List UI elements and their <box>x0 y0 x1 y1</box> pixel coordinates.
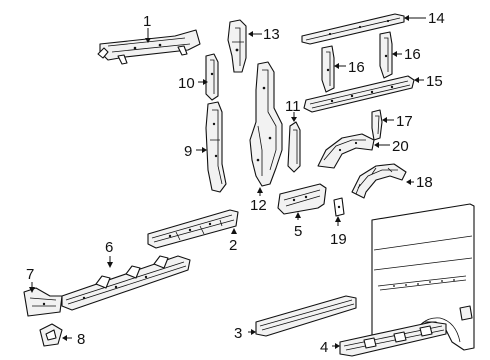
leader-arrow-13 <box>248 31 253 37</box>
callout-5: 5 <box>294 223 302 240</box>
part-8-mount-plate[interactable] <box>39 323 63 347</box>
callout-13: 13 <box>263 26 280 43</box>
part-19-plate[interactable] <box>333 197 345 217</box>
leader-arrow-11 <box>291 117 297 122</box>
leader-arrow-1 <box>145 38 151 43</box>
callout-8: 8 <box>77 331 85 348</box>
leader-arrow-4 <box>335 343 340 349</box>
leader-arrow-2 <box>231 228 237 234</box>
part-4-rear-rocker[interactable] <box>339 321 447 357</box>
callout-10: 10 <box>178 75 195 92</box>
callout-3: 3 <box>234 325 242 342</box>
part-1-roof-header[interactable] <box>97 29 201 65</box>
leader-arrow-18 <box>406 179 411 185</box>
part-10-a-pillar-upper[interactable] <box>205 53 219 101</box>
part-2-rocker-reinforcement[interactable] <box>147 209 239 249</box>
leader-arrow-7 <box>29 287 35 293</box>
part-6-sill-inner[interactable] <box>61 255 191 311</box>
part-13-pillar-bracket[interactable] <box>227 19 247 73</box>
callout-20: 20 <box>392 138 409 155</box>
callout-7: 7 <box>26 266 34 283</box>
callout-4: 4 <box>320 339 328 356</box>
part-16b-pillar-reinforcement[interactable] <box>379 31 393 79</box>
leader-arrow-16b <box>392 51 397 57</box>
leader-arrow-20 <box>374 142 379 148</box>
side-body-panel[interactable] <box>371 203 475 351</box>
callout-17: 17 <box>396 113 413 130</box>
callout-14: 14 <box>428 10 445 27</box>
leader-arrow-15 <box>414 77 419 83</box>
callout-16a: 16 <box>348 59 365 76</box>
callout-9: 9 <box>184 143 192 160</box>
part-7-corner-bracket[interactable] <box>23 287 63 317</box>
leader-arrow-3 <box>251 329 256 335</box>
callout-15: 15 <box>426 73 443 90</box>
leader-arrow-17 <box>382 117 387 123</box>
leader-arrow-14 <box>404 15 409 21</box>
leader-arrow-5 <box>295 212 301 218</box>
part-12-b-pillar[interactable] <box>249 61 283 187</box>
callout-1: 1 <box>143 13 151 30</box>
leader-arrow-8 <box>62 335 67 341</box>
leader-arrow-19 <box>335 216 341 222</box>
part-15-roof-side-rail[interactable] <box>303 75 415 113</box>
part-3-rocker-outer[interactable] <box>255 295 357 337</box>
part-14-roof-rail[interactable] <box>301 13 405 45</box>
callout-18: 18 <box>416 174 433 191</box>
part-9-a-pillar-lower[interactable] <box>205 101 227 193</box>
leader-arrow-6 <box>107 262 113 268</box>
part-11-pillar-reinforcement[interactable] <box>287 121 301 173</box>
callout-12: 12 <box>250 197 267 214</box>
callout-19: 19 <box>330 231 347 248</box>
leader-arrow-9 <box>202 147 207 153</box>
part-16a-pillar-reinforcement[interactable] <box>321 45 335 93</box>
callout-11: 11 <box>285 98 301 115</box>
leader-arrow-12 <box>257 187 263 193</box>
leader-arrow-16a <box>334 63 339 69</box>
callout-2: 2 <box>229 237 237 254</box>
part-18-wheelhouse-outer[interactable] <box>351 163 407 199</box>
callout-6: 6 <box>105 239 113 256</box>
part-5-sill-bracket[interactable] <box>277 183 327 215</box>
callout-16b: 16 <box>404 46 421 63</box>
part-17-bracket[interactable] <box>371 109 383 141</box>
part-20-wheelhouse-inner[interactable] <box>317 133 375 169</box>
leader-arrow-10 <box>203 79 208 85</box>
